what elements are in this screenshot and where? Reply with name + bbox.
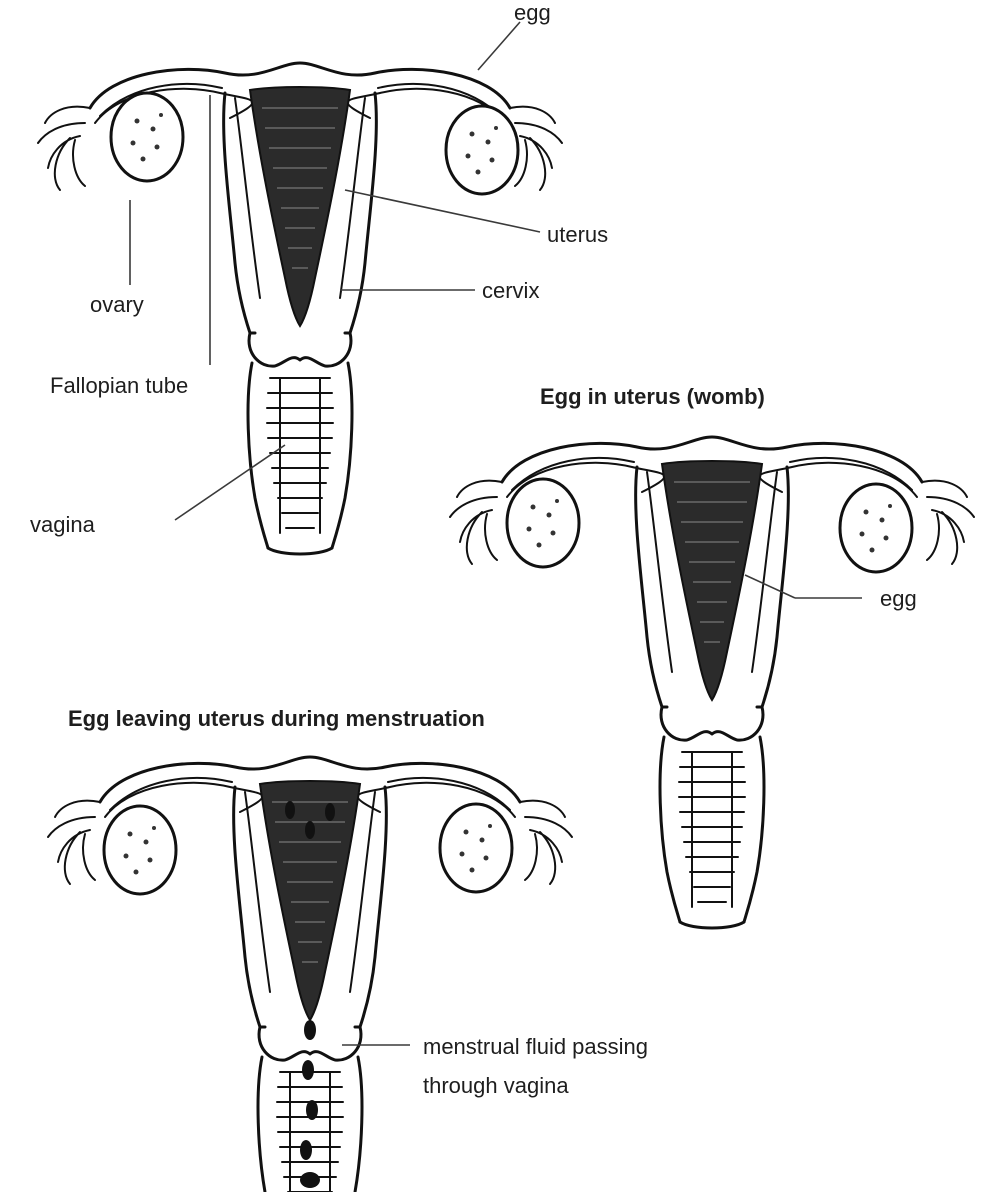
egg-leader [478,22,520,70]
egg-leader-2 [745,575,795,598]
uterus-label: uterus [547,222,608,247]
egg-in-uterus-diagram: Egg in uterus (womb) egg [450,384,974,928]
ovary-label: ovary [90,292,144,317]
ovary-right [446,106,518,194]
egg-label-2: egg [880,586,917,611]
fallopian-tube-label: Fallopian tube [50,373,188,398]
ovary-right-2 [840,484,912,572]
anatomy-diagram: egg uterus cervix ovary Fallopian tube v… [30,0,608,554]
menstruation-diagram: Egg leaving uterus during menstruation m… [48,706,648,1192]
fluid-label-line2: through vagina [423,1073,569,1098]
uterus-leader [345,190,540,232]
ovary-left-2 [507,479,579,567]
cervix-label: cervix [482,278,539,303]
menstruation-title: Egg leaving uterus during menstruation [68,706,485,731]
egg-label: egg [514,0,551,25]
vagina-leader [175,445,285,520]
egg-in-uterus-title: Egg in uterus (womb) [540,384,765,409]
fluid-label-line1: menstrual fluid passing [423,1034,648,1059]
ovary-left-3 [104,806,176,894]
ovary-left [111,93,183,181]
vagina-label: vagina [30,512,96,537]
ovary-right-3 [440,804,512,892]
